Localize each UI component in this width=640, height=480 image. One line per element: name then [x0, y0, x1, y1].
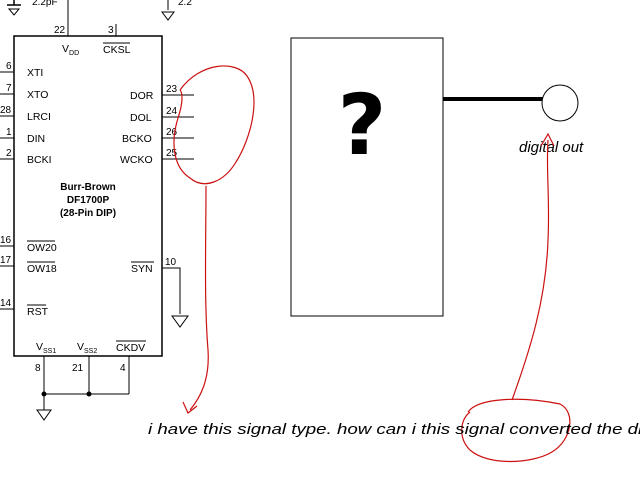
pin-17-number: 17: [0, 255, 12, 266]
pin-25-number: 25: [166, 148, 178, 159]
pin-8-number: 8: [35, 363, 41, 374]
output-terminal-circle: [541, 84, 579, 122]
pin-23-number: 23: [166, 84, 178, 95]
chip-maker: Burr-Brown: [60, 182, 116, 193]
bcki-label: BCKI: [27, 154, 52, 166]
pin-26-number: 26: [166, 127, 178, 138]
question-text: i have this signal type. how can i this …: [148, 421, 640, 438]
vss1-main: V: [36, 341, 43, 353]
ow18-label: OW18: [27, 263, 57, 275]
pin-10-wire: [162, 267, 181, 314]
cksl-label: CKSL: [103, 44, 131, 56]
pin-4-number: 4: [120, 363, 126, 374]
pin-10-number: 10: [165, 257, 177, 268]
chip-part: DF1700P: [67, 195, 110, 206]
pin-6-number: 6: [6, 61, 12, 72]
pin-14-number: 14: [0, 298, 12, 309]
vdd-subscript: DD: [69, 50, 79, 57]
pin-28-number: 28: [0, 105, 12, 116]
rst-label: RST: [27, 306, 49, 318]
vss2-subscript: SS2: [84, 348, 97, 355]
dor-label: DOR: [130, 90, 154, 102]
top-left-ground-icon: [7, 8, 21, 16]
red-circle-outputs: [173, 65, 255, 185]
vss1-label: VSS1: [36, 341, 56, 355]
pin-16-number: 16: [0, 235, 12, 246]
unknown-converter-box: [290, 37, 444, 317]
pin-22-number: 22: [54, 25, 66, 36]
top-capacitor-label: 2.2pF: [32, 0, 58, 8]
chip-package: (28-Pin DIP): [60, 208, 116, 219]
red-arrow-line-right: [511, 139, 550, 401]
digital-out-label: digital out: [519, 139, 584, 156]
top-right-ground-icon: [161, 11, 175, 21]
syn-ground-icon: [171, 315, 189, 328]
vdd-main: V: [62, 43, 69, 55]
pin-21-number: 21: [72, 363, 84, 374]
syn-label: SYN: [131, 263, 153, 275]
red-circle-digital-out: [461, 398, 571, 463]
pin-24-number: 24: [166, 106, 178, 117]
vdd-label: VDD: [62, 43, 79, 57]
main-ground-icon: [36, 409, 52, 421]
bcko-label: BCKO: [122, 133, 152, 145]
xti-label: XTI: [27, 67, 43, 79]
xto-label: XTO: [27, 89, 48, 101]
vss2-label: VSS2: [77, 341, 97, 355]
pin-3-number: 3: [108, 25, 114, 36]
ckdv-label: CKDV: [116, 342, 145, 354]
question-mark: ?: [338, 76, 387, 174]
dol-label: DOL: [130, 112, 152, 124]
wcko-label: WCKO: [120, 154, 153, 166]
junction-dot-right: [86, 391, 92, 397]
red-arrowhead-right: [540, 132, 555, 147]
lrci-label: LRCI: [27, 111, 51, 123]
chip-body: [13, 35, 163, 357]
pin-7-number: 7: [6, 83, 12, 94]
vss1-subscript: SS1: [43, 348, 56, 355]
junction-dot-left: [41, 391, 47, 397]
red-arrowhead-left: [182, 401, 198, 414]
din-label: DIN: [27, 133, 45, 145]
pin-1-number: 1: [6, 127, 12, 138]
top-right-capacitor-label: 2.2: [178, 0, 192, 8]
red-arrow-line-left: [189, 185, 209, 411]
ow20-label: OW20: [27, 242, 57, 254]
pin-2-number: 2: [6, 148, 12, 159]
vss2-main: V: [77, 341, 84, 353]
